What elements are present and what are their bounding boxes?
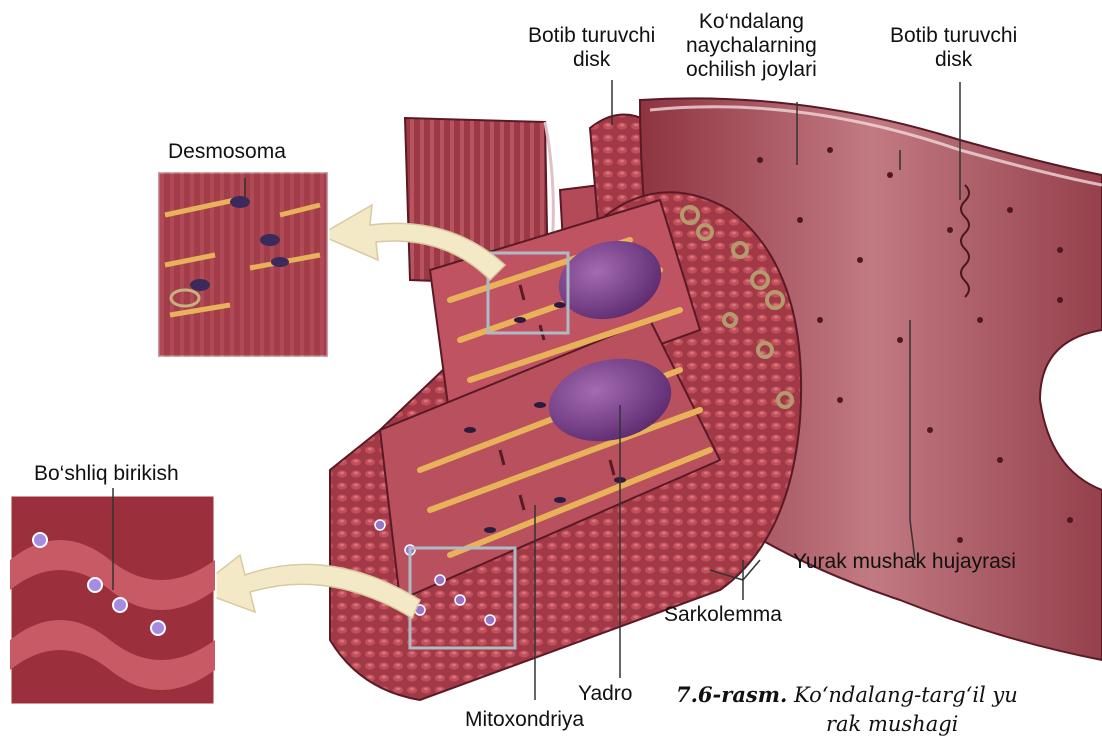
label-boshliq-birikish: Bo‘shliq birikish [34, 462, 179, 486]
inset-desmosome [158, 172, 328, 357]
caption-line1: Ko‘ndalang-targ‘il yu [794, 683, 1018, 707]
figure-caption-line2: rak mushagi [826, 712, 958, 736]
caption-number: 7.6-rasm. [676, 682, 787, 707]
figure-caption: 7.6-rasm. Ko‘ndalang-targ‘il yu [676, 682, 1102, 707]
label-yurak-mushak: Yurak mushak hujayrasi [793, 550, 1016, 574]
label-desmosoma: Desmosoma [168, 140, 286, 164]
label-sarkolemma: Sarkolemma [664, 603, 782, 627]
label-mitoxondriya: Mitoxondriya [465, 708, 584, 732]
label-yadro: Yadro [578, 682, 632, 706]
